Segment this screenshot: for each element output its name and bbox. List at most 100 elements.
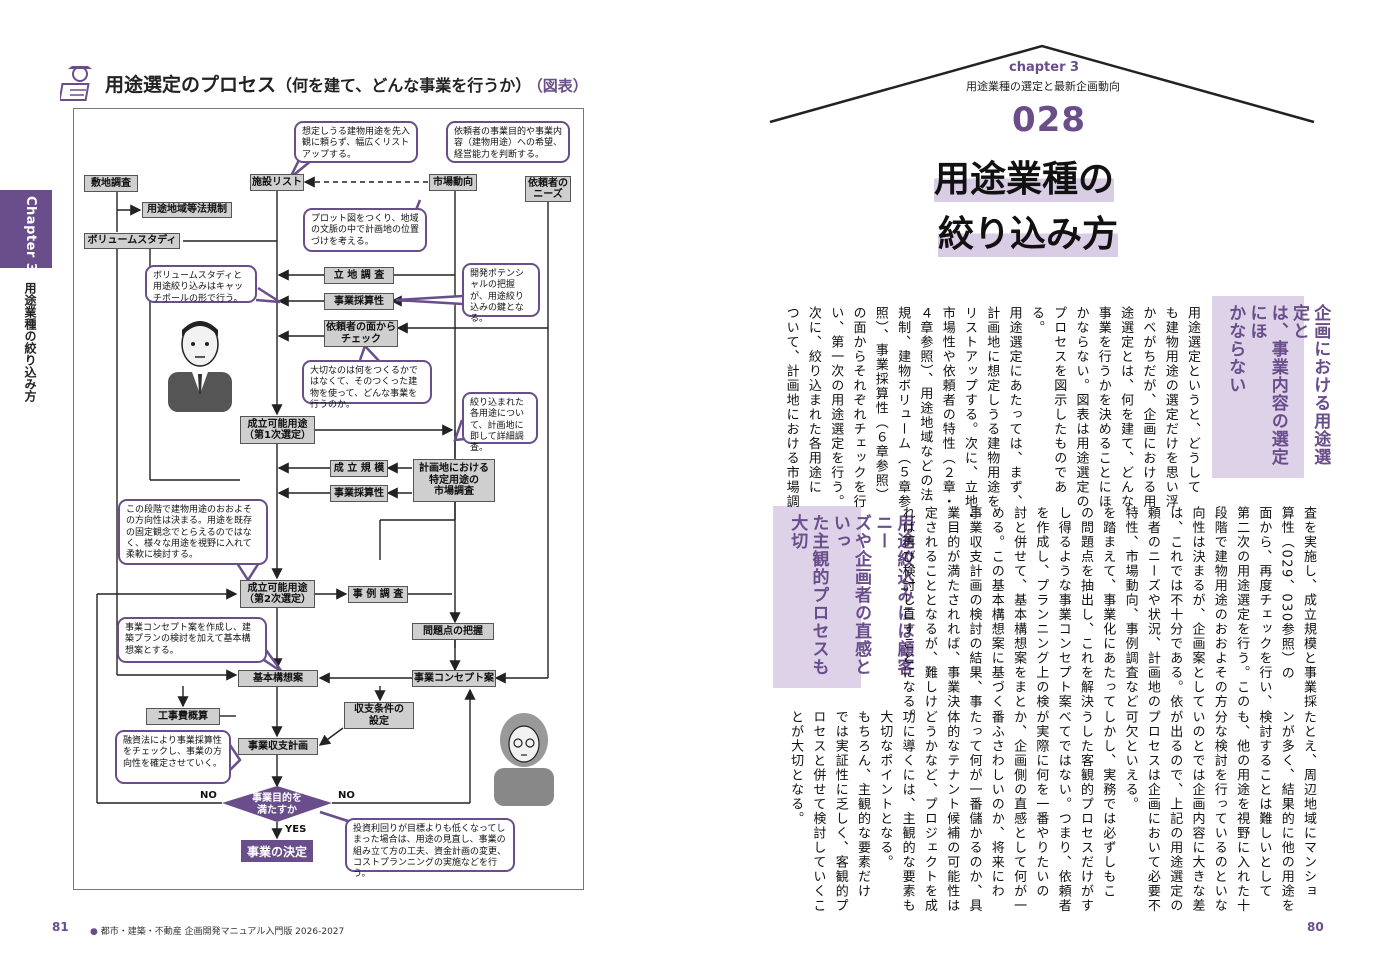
- body-text-column: かならない。図表は用途選定の: [1073, 306, 1089, 509]
- body-text-column: 特性、市場動向、事例調査など: [1122, 506, 1138, 709]
- figure-title: 用途選定のプロセス（何を建て、どんな事業を行うか）（図表）: [105, 74, 588, 96]
- body-text-column: い、第一次の用途選定を行う。: [828, 306, 844, 509]
- chapter-label: chapter 3: [1009, 60, 1080, 75]
- body-text-column: 次に、絞り込まれた各用途に: [805, 306, 821, 495]
- flow-box-business-concept: 事業コンセプト案: [412, 670, 496, 687]
- body-text-column: たって何が一番儲かるのか、具: [966, 710, 982, 913]
- body-text-column: を作成し、プランニング上の検: [1033, 506, 1049, 709]
- flow-box-zoning-regulations: 用途地域等法規制: [142, 202, 232, 218]
- note-facility-list: 想定しうる建物用途を先入観に頼らず、幅広くリストアップする。: [294, 121, 418, 163]
- note-client-judgment: 依頼者の事業目的や事業内容（建物用途）への希望、経営能力を判断する。: [446, 121, 570, 163]
- body-text-column: とが大切となる。: [788, 710, 804, 826]
- note-business-focus: 大切なのは何をつくるかではなくて、そのつくった建物を使って、どんな事業を行うのか…: [302, 360, 432, 410]
- body-text-column: 体的なテナント候補の可能性は: [944, 710, 960, 913]
- body-text-column: リストアップする。次に、立地・: [962, 306, 977, 524]
- label-yes: YES: [285, 824, 307, 835]
- roof-decoration: [769, 44, 1315, 124]
- body-text-column: の面からそれぞれチェックを行: [850, 306, 866, 509]
- body-text-column: うした客観的プロセスだけがす: [1078, 710, 1093, 913]
- page-number-left: 81: [52, 920, 69, 934]
- body-text-column: しかし、実務では必ずしもこ: [1100, 710, 1116, 899]
- body-text-column: の問題点を抽出し、これを解決: [1078, 506, 1093, 709]
- pull-quote-1-line: は、事業内容の選定にほ: [1246, 304, 1288, 466]
- body-text-column: る。: [1028, 306, 1044, 335]
- pull-quote-2: 用途絞込みには顧客ニー ズや企画者の直感といっ た主観的プロセスも大切: [786, 514, 914, 686]
- chapter-side-tab: [0, 190, 52, 268]
- flow-box-income-plan: 事業収支計画: [238, 738, 318, 755]
- chapter-subtitle: 用途業種の選定と最新企画動向: [966, 80, 1120, 93]
- body-text-column: ンが多く、結果的に他の用途を: [1278, 710, 1294, 913]
- body-text-column: 算性（029、030参照）の: [1278, 506, 1294, 681]
- body-text-column: も、他の用途を視野に入れた十: [1234, 710, 1250, 913]
- body-text-column: 可欠といえる。: [1122, 710, 1138, 812]
- body-text-column: 途選定とは、何を建て、どんな: [1118, 306, 1134, 509]
- note-direction: この段階で建物用途のおおよその方向性は決まる。用途を既存の固定観念でとらえるので…: [118, 499, 268, 565]
- flow-box-client-needs: 依頼者の ニーズ: [525, 176, 571, 202]
- body-text-column: 討と併せて、基本構想案をまと: [1011, 506, 1027, 709]
- pull-quote-1-line: かならない: [1225, 304, 1246, 394]
- body-text-column: を踏まえて、事業化にあたって: [1100, 506, 1116, 709]
- figure-tag: （図表）: [535, 77, 588, 95]
- body-text-column: 第二次の用途選定を行う。この: [1234, 506, 1250, 709]
- pull-quote-2-line: た主観的プロセスも大切: [787, 514, 829, 676]
- body-text-column: もちろん、主観的な要素だけ: [855, 710, 870, 899]
- body-text-column: どうかなど、プロジェクトを成: [921, 710, 937, 913]
- flow-box-profitability-1: 事業採算性: [324, 293, 394, 310]
- note-concept-plan: 事業コンセプト案を作成し、建築プランの検討を加えて基本構想案とする。: [117, 617, 267, 663]
- body-text-column: プロセスを図示したものであ: [1051, 306, 1067, 495]
- pull-quote-1-line: 企画における用途選定と: [1289, 304, 1331, 466]
- body-text-column: も建物用途の選定だけを思い浮: [1162, 306, 1178, 509]
- note-profit-check: 融資法により事業採算性をチェックし、事業の方向性を確定させていく。: [115, 730, 231, 784]
- body-text-column: 段階で建物用途のおおよその方: [1211, 506, 1227, 709]
- note-yield-review: 投資利回りが目標よりも低くなってしまった場合は、用途の見直し、事業の組み立て方の…: [345, 818, 515, 879]
- body-text-column: 分な検討を行っているのといな: [1211, 710, 1227, 913]
- body-text-column: かべがちだが、企画における用: [1140, 306, 1156, 509]
- label-no-right: NO: [338, 790, 355, 801]
- running-footer-text: 都市・建築・不動産 企画開発マニュアル入門版 2026-2027: [100, 927, 345, 937]
- body-text-column: では実証性に乏しく、客観的プ: [832, 710, 848, 913]
- body-text-column: プロセスは企画において必要不: [1144, 710, 1160, 913]
- article-title-line-2: 絞り込み方: [938, 205, 1119, 257]
- body-text-column: 用途選定にあたっては、まず、: [1006, 306, 1022, 509]
- chapter-side-subtitle: 用途業種の絞り込み方: [23, 282, 37, 402]
- pull-quote-1: 企画における用途選定と は、事業内容の選定にほ かならない: [1224, 304, 1330, 476]
- final-decision-box: 事業の決定: [241, 840, 313, 862]
- flow-box-volume-study: ボリュームスタディ: [84, 233, 180, 249]
- body-text-column: が出るので、上記の用途選定の: [1167, 710, 1183, 913]
- decision-label: 事業目的を 満たすか: [252, 793, 302, 816]
- body-text-column: ロセスと併せて検討していくこ: [810, 710, 826, 913]
- body-text-column: か、企画側の直感として何が一: [1011, 710, 1027, 913]
- note-detailed-survey: 絞り込まれた各用途について、計画地に即して詳細調査。: [462, 392, 538, 453]
- flow-box-feasible-scale: 成 立 規 模: [330, 460, 388, 477]
- pull-quote-2-line: 用途絞込みには顧客ニー: [872, 514, 914, 676]
- flow-box-facility-list: 施設リスト: [250, 174, 304, 191]
- body-text-column: 番ふさわしいのか、将来にわ: [988, 710, 1004, 899]
- page-number-right: 80: [1307, 920, 1324, 934]
- body-text-column: 検討することは難しいとして: [1256, 710, 1272, 899]
- figure-title-paren: （何を建て、どんな事業を行うか）: [276, 76, 532, 95]
- decision-diamond: [222, 786, 332, 822]
- body-text-column: 計画地に想定しうる建物用途を: [984, 306, 1000, 509]
- note-volume-study: ボリュームスタディと用途絞り込みはキャッチボールの形で行う。: [145, 265, 257, 304]
- flow-box-profitability-2: 事業採算性: [330, 485, 388, 502]
- pull-quote-2-bg: [773, 506, 861, 688]
- flow-box-market-trend: 市場動向: [429, 174, 477, 191]
- body-text-column: 事業を行うかを決めることにほ: [1095, 306, 1111, 509]
- note-plot-map: プロット図をつくり、地域の文脈の中で計画地の位置づけを考える。: [303, 208, 427, 252]
- body-text-column: 頼者のニーズや状況、計画地の: [1144, 506, 1160, 709]
- label-no-left: NO: [200, 790, 217, 801]
- flow-box-problem-identification: 問題点の把握: [412, 623, 494, 640]
- body-text-column: 定されることとなるが、難しけ: [921, 506, 937, 709]
- body-text-column: たとえ、周辺地域にマンショ: [1301, 710, 1316, 899]
- chapter-side-tab-label: Chapter 3: [23, 196, 38, 273]
- consultant-icon: [58, 64, 100, 106]
- body-text-column: いのとでは企画内容に大きな差: [1189, 710, 1205, 913]
- flow-box-specific-market-survey: 計画地における 特定用途の 市場調査: [413, 459, 495, 502]
- body-text-column: 面から、再度チェックを行い、: [1256, 506, 1272, 709]
- flow-box-second-selection: 成立可能用途 （第2次選定）: [240, 580, 315, 608]
- article-title-line-1: 用途業種の: [934, 150, 1115, 202]
- body-text-column: 市場性や依頼者の特性（２章・: [939, 306, 955, 509]
- flow-box-client-check: 依頼者の面から チェック: [324, 320, 398, 347]
- flow-box-basic-concept-plan: 基本構想案: [238, 670, 318, 687]
